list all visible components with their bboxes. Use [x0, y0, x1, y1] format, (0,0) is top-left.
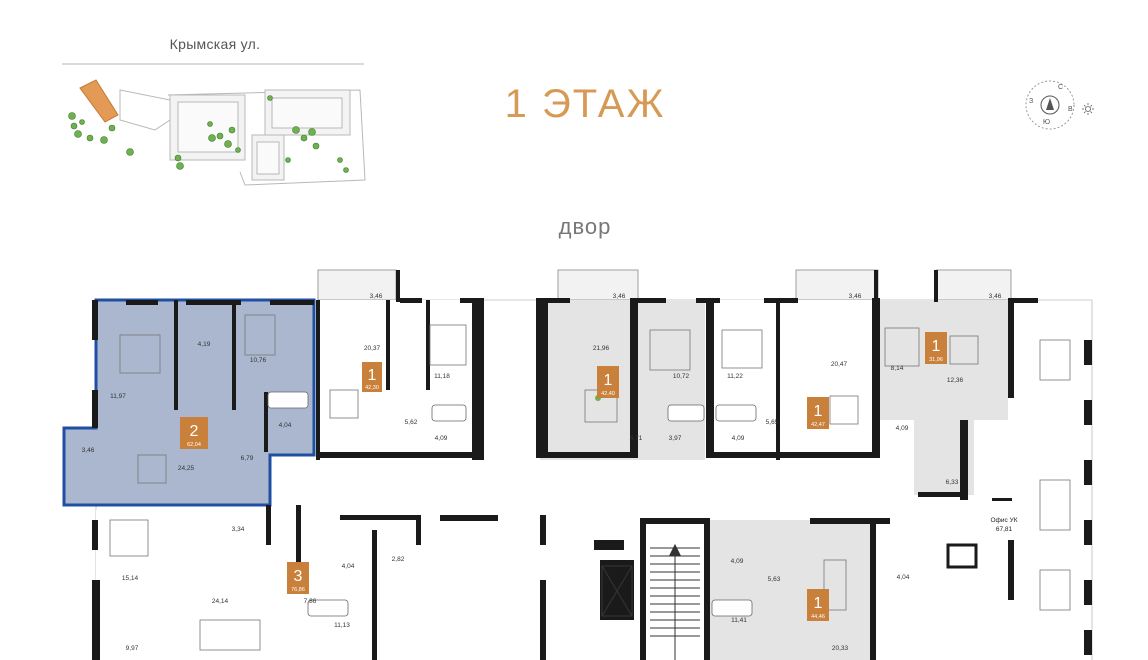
badge-area: 76,86 [291, 587, 305, 593]
courtyard-label: двор [558, 214, 612, 239]
room-area: 5,65 [766, 419, 779, 426]
room-area: 24,25 [178, 465, 195, 472]
badge-area: 44,46 [811, 614, 825, 620]
compass: С В Ю З [1025, 80, 1094, 130]
room-area: 20,37 [364, 345, 381, 352]
room-area: 10,72 [673, 373, 690, 380]
staircase [650, 543, 700, 660]
room-area: 8,14 [891, 365, 904, 372]
floor-title: 1 ЭТАЖ [504, 82, 666, 126]
room-area: 20,33 [832, 645, 849, 652]
apartment-badge-1b[interactable]: 1 42,40 [597, 366, 619, 398]
badge-rooms: 2 [190, 423, 199, 440]
room-area: 12,36 [947, 377, 964, 384]
room-area: 3,46 [370, 293, 383, 300]
compass-west: З [1029, 98, 1033, 105]
apartment-badge-1d[interactable]: 1 31,96 [925, 332, 947, 364]
badge-area: 42,47 [811, 422, 825, 428]
badge-rooms: 1 [814, 403, 823, 420]
walls [92, 270, 1092, 660]
office-label: Офис УК [990, 517, 1017, 524]
room-area: 11,18 [434, 373, 450, 380]
room-area: 7,86 [304, 598, 317, 605]
apartment-fills [96, 300, 1008, 660]
office-area: 67,81 [996, 526, 1013, 533]
apartment-badge-2[interactable]: 2 62,04 [180, 417, 208, 449]
badge-area: 42,30 [365, 385, 379, 391]
furniture [109, 314, 1071, 651]
room-area: 9,97 [126, 645, 139, 652]
room-area: 4,09 [731, 558, 744, 565]
room-area: 4,04 [279, 422, 292, 429]
room-area: 11,97 [110, 393, 126, 400]
apartment-badge-1c[interactable]: 1 42,47 [807, 397, 829, 429]
trees [68, 95, 349, 173]
room-area: 4,04 [897, 574, 910, 581]
room-area: 2,82 [392, 556, 405, 563]
room-area: 4,09 [732, 435, 745, 442]
room-area: 3,46 [989, 293, 1002, 300]
compass-south: Ю [1043, 119, 1050, 126]
room-area: 11,41 [731, 617, 747, 624]
room-area: 4,09 [896, 425, 909, 432]
room-area: 24,14 [212, 598, 229, 605]
site-minimap[interactable] [60, 60, 370, 190]
apartment-badge-3[interactable]: 3 76,86 [287, 562, 309, 594]
room-area: 4,19 [198, 341, 211, 348]
badge-area: 62,04 [187, 442, 201, 448]
badge-area: 31,96 [929, 357, 943, 363]
room-area: 4,71 [630, 435, 643, 442]
bathtubs [267, 391, 757, 617]
balconies [317, 269, 1012, 301]
room-area: 11,22 [727, 373, 743, 380]
compass-east: В [1068, 106, 1073, 113]
highlighted-building [79, 79, 119, 123]
badge-rooms: 3 [294, 568, 303, 585]
sun-icon [1082, 103, 1094, 115]
badge-rooms: 1 [814, 595, 823, 612]
room-area: 3,46 [82, 447, 95, 454]
room-area: 6,33 [946, 479, 959, 486]
room-area: 6,79 [241, 455, 254, 462]
room-area: 5,63 [768, 576, 781, 583]
compass-north: С [1058, 84, 1063, 91]
badge-rooms: 1 [368, 367, 377, 384]
room-area: 11,13 [334, 622, 350, 629]
room-area-labels: 4,19 10,76 11,97 3,46 24,25 4,04 6,79 3,… [82, 293, 1002, 652]
room-area: 5,62 [405, 419, 418, 426]
room-area: 15,14 [122, 575, 139, 582]
room-area: 4,04 [342, 563, 355, 570]
room-area: 3,46 [613, 293, 626, 300]
apartment-badge-1e[interactable]: 1 44,46 [807, 589, 829, 621]
room-area: 20,47 [831, 361, 848, 368]
room-area: 3,97 [669, 435, 682, 442]
badge-area: 42,40 [601, 391, 615, 397]
compass-arrow-icon [1046, 98, 1054, 110]
room-area: 3,46 [849, 293, 862, 300]
apartment-badge-1a[interactable]: 1 42,30 [362, 362, 382, 392]
badge-rooms: 1 [604, 372, 613, 389]
room-area: 3,34 [232, 526, 245, 533]
badge-rooms: 1 [932, 338, 941, 355]
room-area: 4,09 [435, 435, 448, 442]
elevator-icon [601, 565, 633, 617]
street-label: Крымская ул. [169, 36, 261, 52]
room-area: 10,76 [250, 357, 267, 364]
room-area: 21,96 [593, 345, 610, 352]
